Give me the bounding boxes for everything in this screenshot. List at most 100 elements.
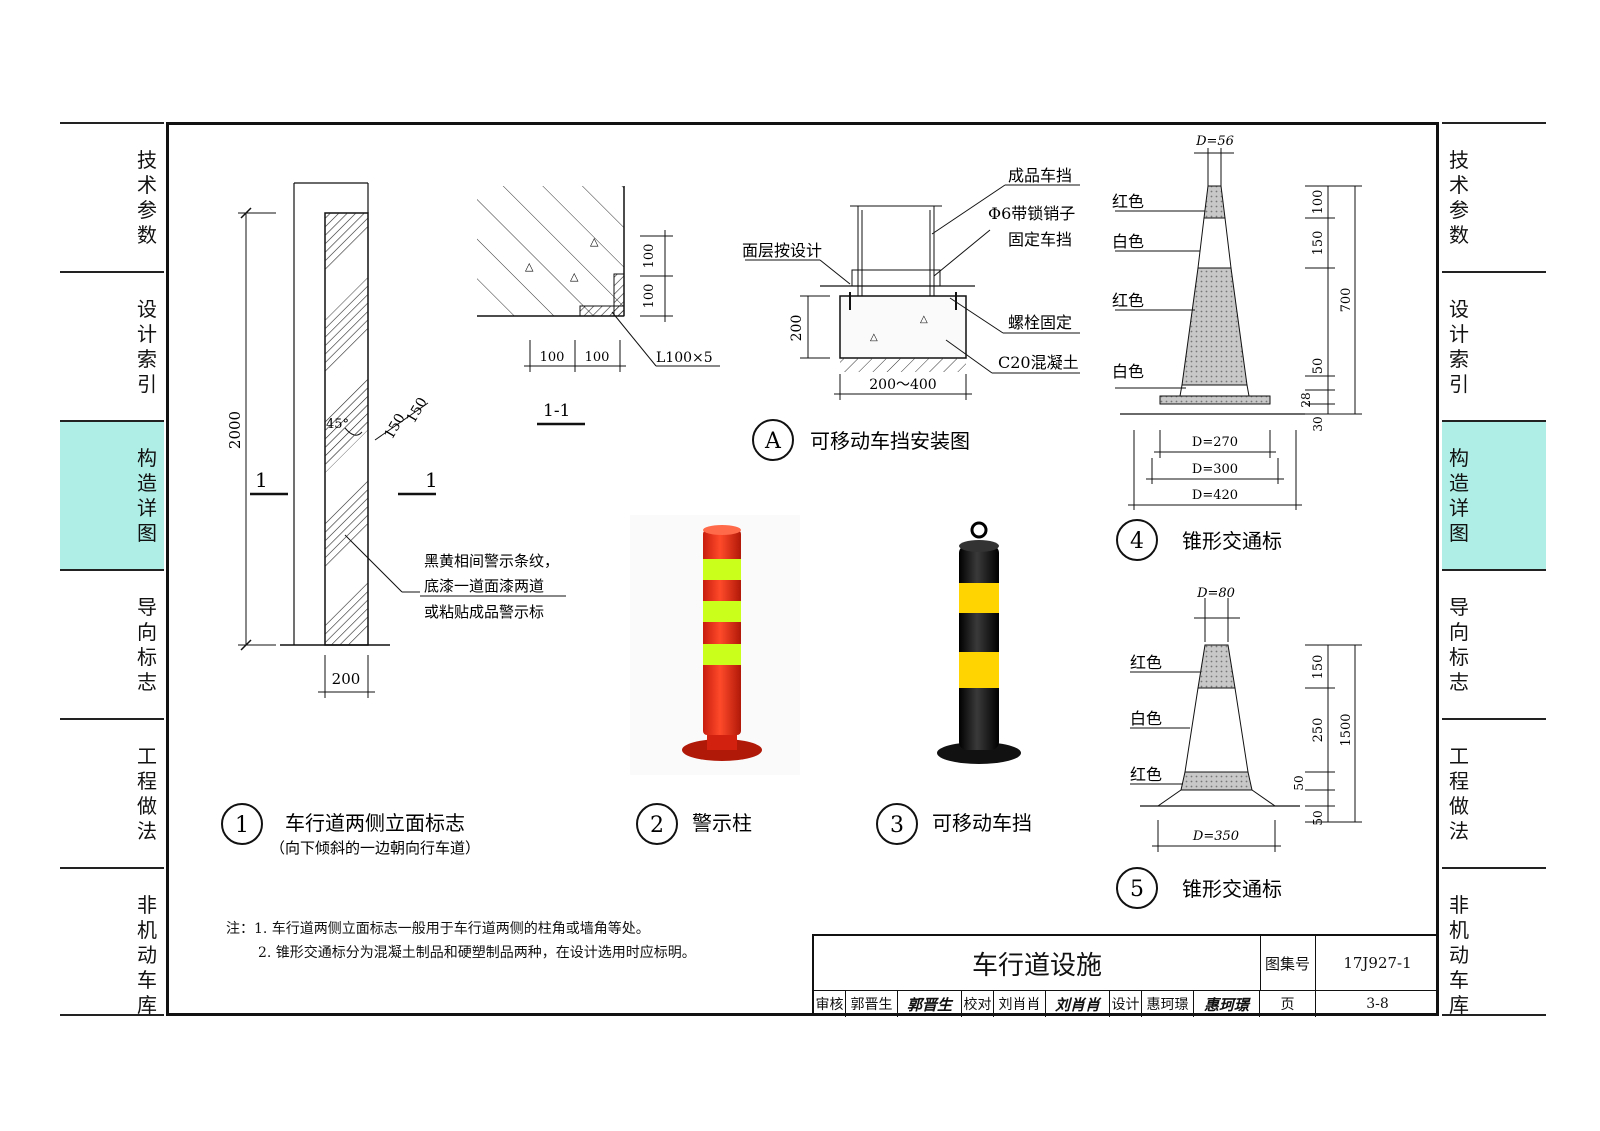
page-number: 3-8 — [1366, 996, 1389, 1012]
atlas-number: 17J927-1 — [1343, 954, 1412, 972]
check-signature: 刘肖肖 — [1046, 991, 1110, 1017]
detail5-title: 锥形交通标 — [1182, 877, 1282, 901]
detail1-subtitle: （向下倾斜的一边朝向行车道） — [270, 839, 480, 857]
detail4-d-base-2: D=300 — [1192, 462, 1238, 477]
detail4-number: 4 — [1130, 529, 1144, 554]
tab-construction-details-right[interactable]: 构造详图 — [1442, 420, 1546, 569]
removable-stopper-illustration — [937, 521, 1021, 764]
detail4-dim-total: 700 — [1339, 288, 1354, 313]
review-name: 郭晋生 — [846, 991, 898, 1017]
detail4-color-1: 红色 — [1112, 192, 1144, 211]
detailA-label-surface: 面层按设计 — [742, 241, 822, 260]
detail1-angle-label: 45° — [326, 417, 349, 432]
atlas-label: 图集号 — [1260, 936, 1316, 990]
detail4-dim-v2: 150 — [1311, 231, 1326, 256]
detail4-color-3: 红色 — [1112, 291, 1144, 310]
detailA-label-concrete: C20混凝土 — [998, 353, 1079, 372]
detail1-dim-stripe-b: 150 — [404, 395, 431, 426]
svg-text:△: △ — [920, 314, 928, 325]
detailA-dim-w: 200～400 — [869, 377, 936, 393]
detail5-d-base: D=350 — [1192, 829, 1239, 844]
detail1-wall-elevation: 2000 200 1 1 45° 150 150 黑黄相间警示条纹， 底漆一道面… — [226, 182, 566, 698]
section11-dim-v1: 100 — [642, 244, 657, 269]
detail5-cone: D=80 红色 白色 红色 150 250 50 50 1500 D=350 5… — [1116, 586, 1362, 909]
detail4-cone: D=56 红色 白色 红色 白色 100 150 50 28 30 700 D=… — [1112, 134, 1362, 561]
detail1-note-line-2: 底漆一道面漆两道 — [424, 577, 544, 595]
drawing-title: 车行道设施 — [814, 936, 1261, 990]
review-signature: 郭晋生 — [898, 991, 962, 1017]
detail5-dim-v2: 250 — [1311, 718, 1326, 743]
tab-bicycle-garage[interactable]: 非机动车库 — [60, 867, 164, 1017]
note-2: 2. 锥形交通标分为混凝土制品和硬塑制品两种，在设计选用时应标明。 — [258, 945, 696, 961]
review-label: 审核 — [814, 991, 846, 1017]
section11-dim-v2: 100 — [642, 284, 657, 309]
svg-text:△: △ — [590, 235, 599, 248]
section11-angle-label: L100×5 — [656, 350, 713, 366]
tab-guide-signs[interactable]: 导向标志 — [60, 569, 164, 718]
design-name: 惠珂璟 — [1142, 991, 1194, 1017]
detailA-label-product: 成品车挡 — [1008, 166, 1072, 185]
section11-dim-h1: 100 — [540, 350, 565, 365]
tab-design-index[interactable]: 设计索引 — [60, 271, 164, 420]
tab-engineering-methods[interactable]: 工程做法 — [60, 718, 164, 867]
detailA-installation: △ △ 200 200～400 成品车挡 Φ6带锁销子 固定车挡 面层按设计 螺… — [742, 166, 1080, 461]
design-label: 设计 — [1110, 991, 1142, 1017]
svg-text:△: △ — [525, 260, 534, 273]
section-1-1: △ △ △ 100 100 100 100 L100×5 1-1 — [477, 186, 720, 426]
check-name: 刘肖肖 — [994, 991, 1046, 1017]
tab-bicycle-garage-right[interactable]: 非机动车库 — [1442, 867, 1546, 1017]
detail5-color-3: 红色 — [1130, 765, 1162, 784]
right-side-tabs: 技术参数 设计索引 构造详图 导向标志 工程做法 非机动车库 — [1442, 122, 1546, 1017]
tab-guide-signs-right[interactable]: 导向标志 — [1442, 569, 1546, 718]
tab-design-index-right[interactable]: 设计索引 — [1442, 271, 1546, 420]
title-block-signatures: 审核 郭晋生 郭晋生 校对 刘肖肖 刘肖肖 设计 惠珂璟 惠珂璟 页 3-8 — [814, 990, 1439, 1017]
note-1: 注：1. 车行道两侧立面标志一般用于车行道两侧的柱角或墙角等处。 — [226, 921, 650, 937]
section11-label: 1-1 — [543, 401, 570, 421]
detail2-title: 警示柱 — [692, 811, 752, 835]
detail4-dim-v3: 50 — [1311, 358, 1326, 375]
detail4-color-2: 白色 — [1112, 232, 1144, 251]
detail4-d-base-1: D=270 — [1192, 435, 1238, 450]
detailA-dim-h: 200 — [789, 315, 805, 342]
detail5-dim-v1: 150 — [1311, 655, 1326, 680]
detail5-dim-v4: 50 — [1311, 810, 1325, 825]
svg-text:△: △ — [570, 270, 579, 283]
detail4-dim-v5: 30 — [1311, 416, 1325, 431]
tab-technical-params-right[interactable]: 技术参数 — [1442, 122, 1546, 271]
tab-engineering-methods-right[interactable]: 工程做法 — [1442, 718, 1546, 867]
detail3-number: 3 — [890, 813, 904, 838]
detail4-dim-v1: 100 — [1311, 190, 1326, 215]
design-signature: 惠珂璟 — [1194, 991, 1260, 1017]
detail1-number: 1 — [235, 813, 249, 838]
title-block: 车行道设施 图集号 17J927-1 审核 郭晋生 郭晋生 校对 刘肖肖 刘肖肖… — [812, 934, 1439, 1017]
left-side-tabs: 技术参数 设计索引 构造详图 导向标志 工程做法 非机动车库 — [60, 122, 164, 1017]
detail5-color-2: 白色 — [1130, 709, 1162, 728]
detailA-number: A — [764, 429, 782, 454]
detail-captions: 1 车行道两侧立面标志 （向下倾斜的一边朝向行车道） 2 警示柱 3 可移动车挡 — [221, 803, 1032, 857]
detail5-d-top: D=80 — [1196, 586, 1235, 601]
detail4-d-top: D=56 — [1195, 134, 1234, 149]
drawing-frame — [166, 122, 1439, 1016]
tab-construction-details[interactable]: 构造详图 — [60, 420, 164, 569]
check-label: 校对 — [962, 991, 994, 1017]
detail1-dim-width: 200 — [332, 670, 361, 688]
detailA-label-bolt: 螺栓固定 — [1008, 313, 1072, 332]
warning-post-illustration — [630, 515, 800, 775]
detail2-number: 2 — [650, 813, 664, 838]
detail1-title: 车行道两侧立面标志 — [285, 811, 465, 835]
detail1-dim-height: 2000 — [226, 411, 244, 449]
detail3-title: 可移动车挡 — [932, 811, 1032, 835]
detail4-color-4: 白色 — [1112, 362, 1144, 381]
detailA-label-fixed: 固定车挡 — [1008, 230, 1072, 249]
svg-text:△: △ — [870, 332, 878, 343]
page-label: 页 — [1260, 991, 1316, 1017]
detailA-label-pin: Φ6带锁销子 — [988, 204, 1075, 223]
detail5-dim-total: 1500 — [1339, 713, 1354, 746]
detail5-color-1: 红色 — [1130, 653, 1162, 672]
section-mark-left: 1 — [255, 468, 268, 492]
detail4-d-base-3: D=420 — [1192, 488, 1238, 503]
detail1-note-line-1: 黑黄相间警示条纹， — [424, 552, 559, 570]
detail4-dim-v4: 28 — [1299, 392, 1313, 407]
tab-technical-params[interactable]: 技术参数 — [60, 122, 164, 271]
